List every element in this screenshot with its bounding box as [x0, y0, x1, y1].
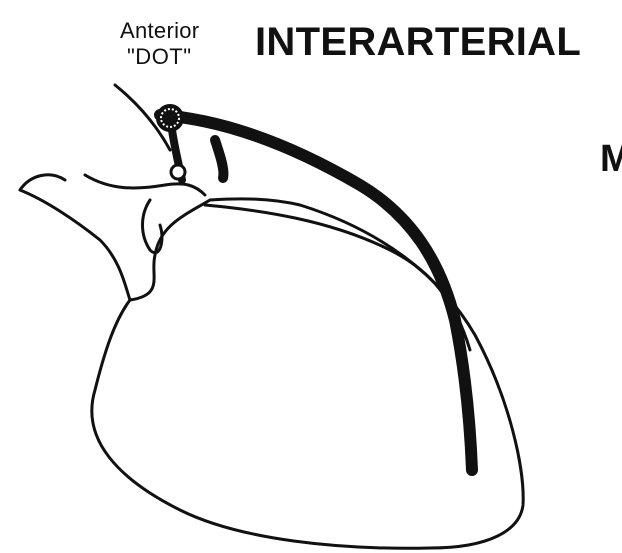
appendage-knob — [171, 165, 185, 179]
anterior-label: Anterior — [120, 20, 199, 42]
dot-label: "DOT" — [127, 46, 192, 68]
coronary-branch — [215, 140, 223, 178]
inner-contour — [205, 205, 470, 350]
coronary-artery — [160, 115, 472, 470]
vessel-outline — [20, 175, 65, 190]
cropped-label-fragment: M — [600, 140, 622, 178]
atrium-outline — [20, 190, 130, 300]
diagram-title: INTERARTERIAL — [255, 22, 581, 62]
vessel-curve — [85, 175, 205, 195]
